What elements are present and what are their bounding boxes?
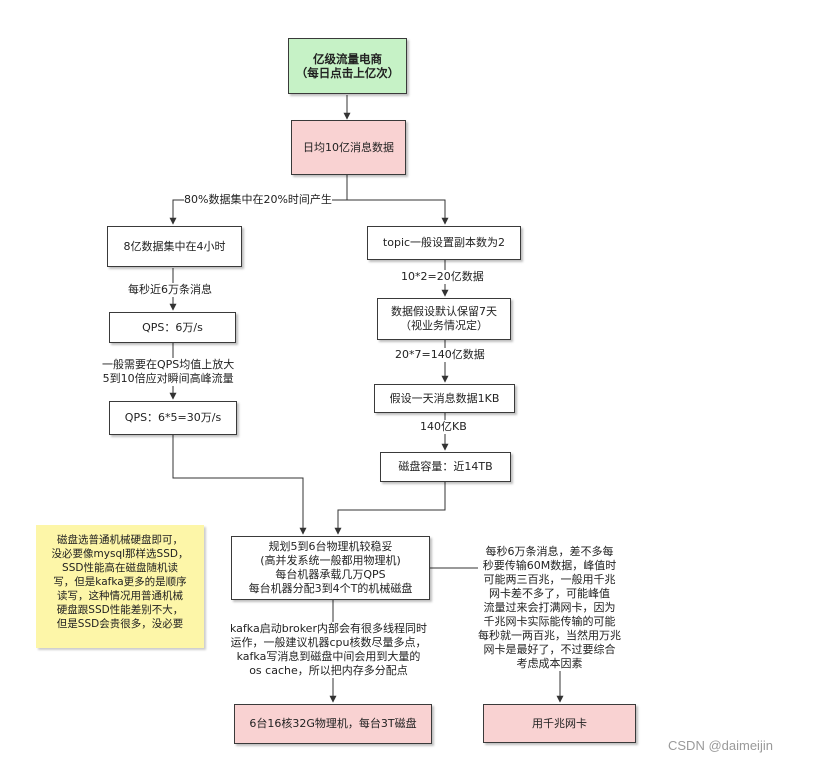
node-left3: QPS：6*5=30万/s — [109, 401, 237, 435]
node-top: 亿级流量电商 （每日点击上亿次） — [288, 38, 407, 94]
label-replica: 10*2=20亿数据 — [401, 270, 484, 284]
node-right2: 数据假设默认保留7天 （视业务情况定） — [377, 298, 511, 340]
node-right4: 磁盘容量：近14TB — [380, 452, 511, 482]
arrow-left3-center — [172, 435, 307, 535]
node-result-left: 6台16核32G物理机，每台3T磁盘 — [234, 704, 432, 744]
node-right1: topic一般设置副本数为2 — [367, 226, 521, 260]
label-per-sec: 每秒近6万条消息 — [128, 283, 212, 297]
node-left2: QPS：6万/s — [109, 312, 236, 343]
node-center: 规划5到6台物理机较稳妥 (高并发系统一般都用物理机) 每台机器承载几万QPS … — [231, 536, 430, 600]
label-kafka: kafka启动broker内部会有很多线程同时 运作，一般建议机器cpu核数尽量… — [230, 622, 427, 678]
arrow-right4-center — [334, 482, 446, 535]
arrow-split-right — [347, 199, 449, 225]
node-left1: 8亿数据集中在4小时 — [107, 226, 242, 267]
sticky-note: 磁盘选普通机械硬盘即可， 没必要像mysql那样选SSD， SSD性能高在磁盘随… — [36, 525, 204, 648]
node-right3: 假设一天消息数据1KB — [374, 384, 515, 413]
label-peak: 一般需要在QPS均值上放大 5到10倍应对瞬间高峰流量 — [102, 358, 235, 386]
watermark: CSDN @daimeijin — [668, 738, 773, 753]
label-split: 80%数据集中在20%时间产生 — [184, 193, 332, 207]
label-network: 每秒6万条消息，差不多每 秒要传输60M数据，峰值时 可能两三百兆，一般用千兆 … — [478, 545, 621, 671]
node-daily: 日均10亿消息数据 — [291, 120, 406, 175]
label-kb: 140亿KB — [420, 420, 467, 434]
node-result-right: 用千兆网卡 — [483, 704, 636, 743]
label-days: 20*7=140亿数据 — [395, 348, 485, 362]
